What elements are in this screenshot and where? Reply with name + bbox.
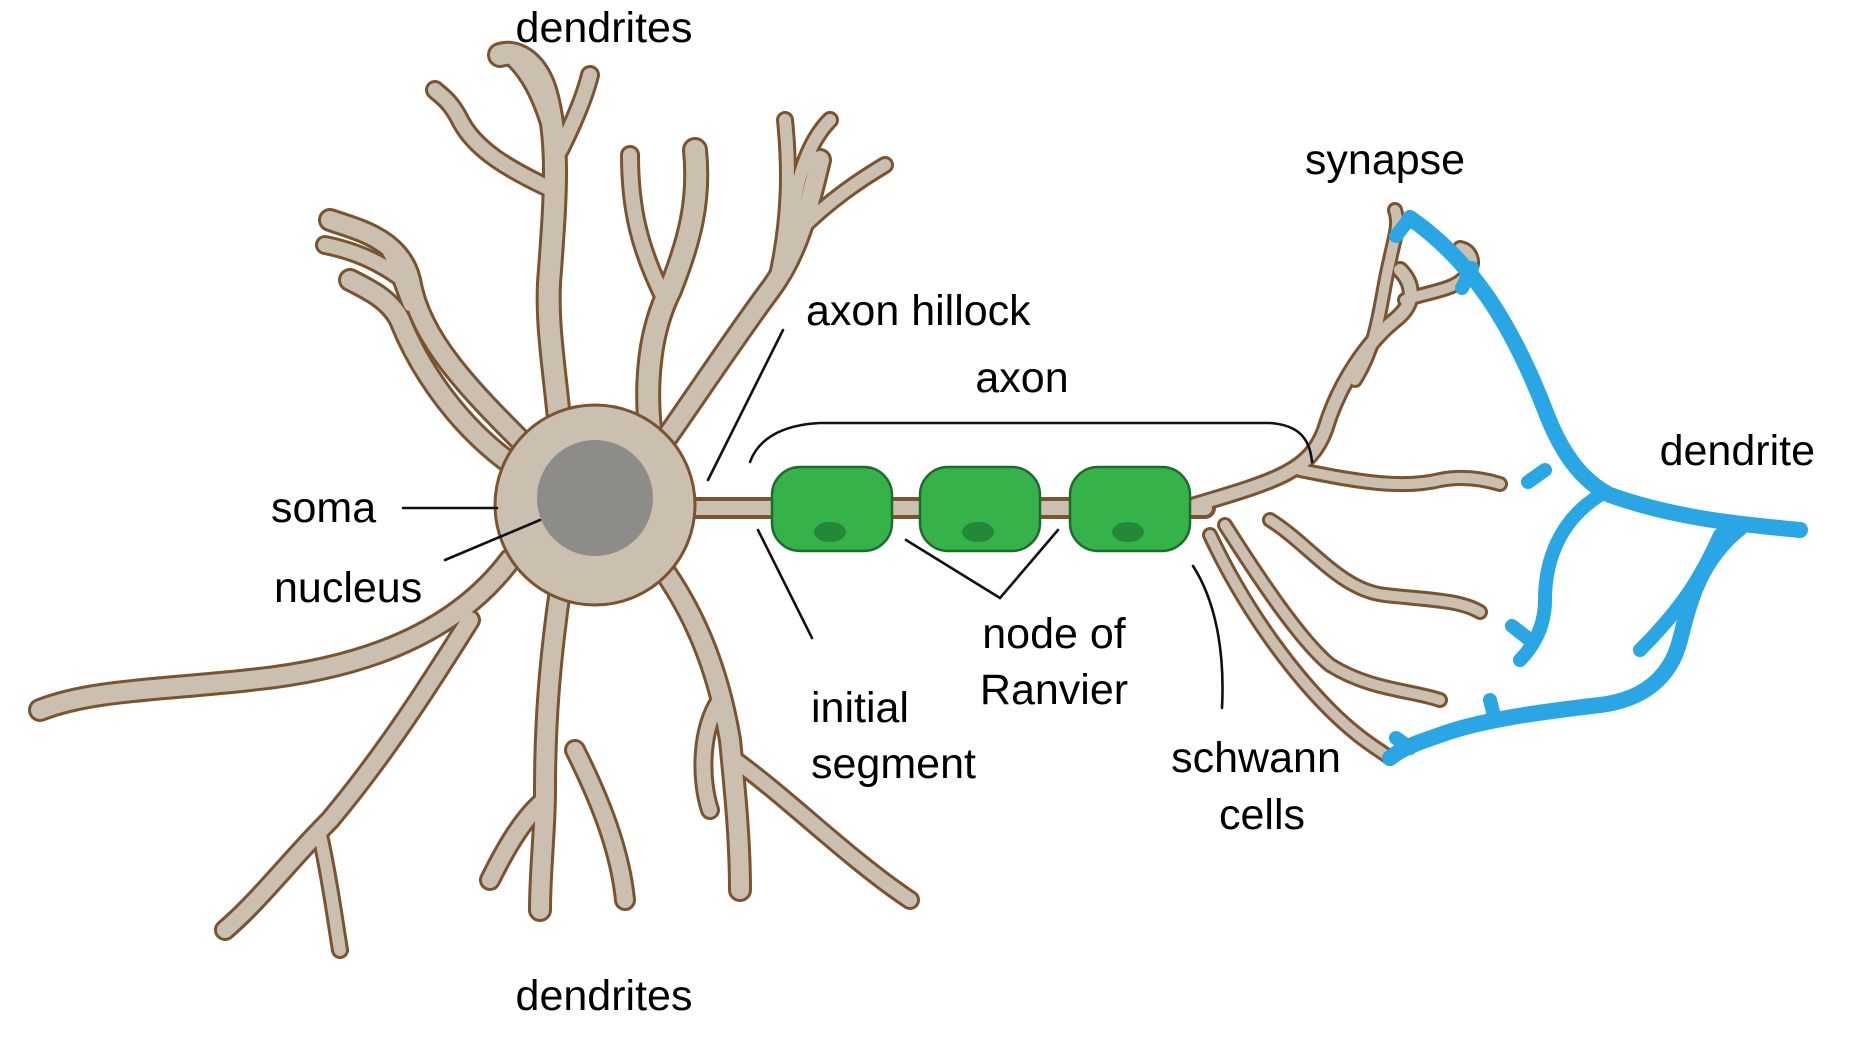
label-axon: axon: [975, 354, 1068, 402]
node-of-ranvier-leader-a: [904, 538, 1002, 600]
schwann-cell-3: [1068, 465, 1192, 553]
label-dendrites-bottom: dendrites: [516, 972, 693, 1020]
neuron-branches: [28, 40, 1508, 959]
target-dendrite-far-arm: [1633, 528, 1727, 657]
target-dendrite: [1382, 210, 1808, 766]
initial-segment-leader: [756, 528, 814, 640]
label-nucleus: nucleus: [274, 564, 422, 612]
leader-lines: [401, 328, 1314, 710]
dendrite-top-upper-fill: [508, 53, 555, 127]
dendrite-left-branch-fill: [379, 239, 416, 311]
dendrite-top-branch-b-fill: [553, 68, 597, 157]
label-node-of-ranvier-1: node of: [982, 610, 1127, 658]
label-dendrite: dendrite: [1660, 427, 1815, 475]
dendrite-lower-right-sub-fill: [728, 753, 917, 907]
label-dendrites-top: dendrites: [516, 4, 693, 52]
label-initial-segment-2: segment: [811, 740, 976, 788]
dendrite-bottom-a-fill: [531, 581, 569, 919]
axon-hillock-leader: [706, 328, 785, 482]
label-synapse: synapse: [1305, 136, 1465, 184]
dendrite-top-main-fill: [490, 43, 570, 440]
dendrite-upper-right-fill: [638, 140, 707, 440]
nucleus-circle: [537, 440, 653, 556]
target-dendrite-lower-arm: [1382, 520, 1748, 766]
dendrite-lower-left-branch-fill: [217, 612, 478, 938]
schwann-cells-leader: [1191, 564, 1224, 710]
label-soma: soma: [271, 484, 376, 532]
dendrite-far-upper-right-fill: [656, 151, 829, 449]
dendrite-left-fill: [341, 271, 529, 479]
dendrite-top-branch-a-fill: [428, 83, 560, 197]
terminal-lower-fill: [1220, 520, 1445, 705]
spine-6: [1389, 731, 1417, 755]
label-schwann-cells-1: schwann: [1171, 734, 1341, 782]
schwann-cell-1: [770, 465, 894, 553]
label-node-of-ranvier-2: Ranvier: [980, 666, 1128, 714]
spine-5: [1483, 693, 1502, 727]
terminal-mid-lower-fill: [1265, 515, 1485, 617]
label-axon-hillock: axon hillock: [806, 287, 1031, 335]
dendrite-lower-left-sub-fill: [314, 829, 346, 956]
schwann-cells-group: [770, 465, 1192, 553]
soma-body: [493, 403, 697, 607]
dendrite-upper-right-branch-fill: [623, 148, 672, 307]
dendrite-lower-right-branch-fill: [696, 693, 727, 817]
labels: dendrites dendrites soma nucleus axon hi…: [271, 4, 1815, 1020]
terminal-mid-upper-fill: [1295, 465, 1505, 490]
node-of-ranvier-leader-b: [998, 528, 1060, 600]
nucleus-leader: [443, 518, 542, 562]
label-schwann-cells-2: cells: [1219, 791, 1305, 839]
terminal-bottom-outline: [1202, 527, 1398, 766]
axon-brace: [748, 421, 1314, 464]
dendrite-lower-right-fill: [651, 556, 749, 899]
label-initial-segment-1: initial: [811, 684, 909, 732]
dendrite-far-upper-right-c-fill: [784, 114, 836, 256]
spine-2: [1455, 261, 1479, 295]
dendrite-bottom-b-fill: [482, 792, 553, 888]
spine-4: [1505, 619, 1537, 647]
dendrite-upper-left-fill: [321, 211, 539, 459]
target-dendrite-main: [1402, 210, 1808, 538]
dendrite-bottom-c-fill: [567, 742, 633, 908]
dendrite-far-upper-right-b-fill: [794, 159, 891, 236]
schwann-cell-2: [918, 465, 1042, 553]
dendrite-far-upper-right-a-fill: [769, 114, 794, 291]
spine-1: [1389, 211, 1417, 243]
spine-3: [1521, 463, 1552, 489]
dendrite-lower-left-fill: [31, 551, 519, 719]
branch-fills: [31, 43, 1505, 956]
terminal-bottom-fill: [1205, 530, 1395, 763]
